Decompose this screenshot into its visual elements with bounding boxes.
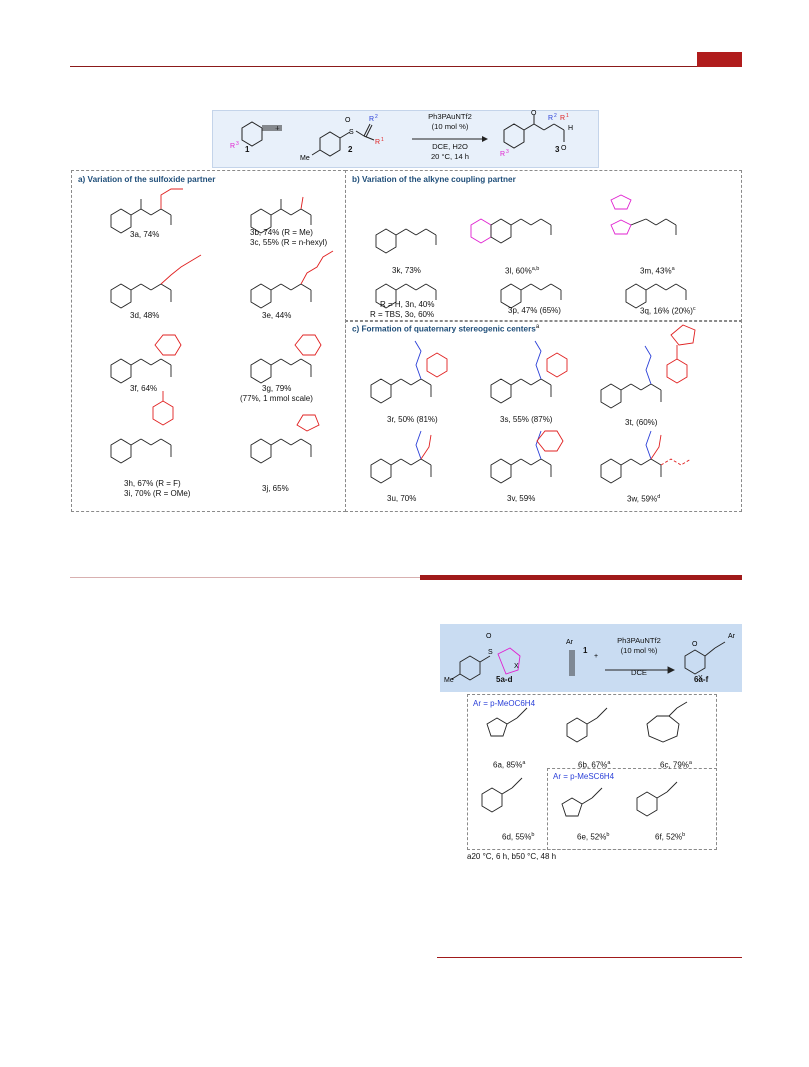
label-6d: 6d, 55%b [502, 832, 535, 842]
loading-label: (10 mol %) [431, 122, 469, 131]
reactant1-label: 1 [245, 145, 250, 154]
svg-text:R: R [375, 139, 380, 146]
svg-text:O: O [561, 145, 567, 152]
panel-b [345, 170, 742, 322]
scheme2-ar1: Ar = p-MeOC6H4 [473, 699, 536, 708]
label-3h: 3h, 67% (R = F) [124, 479, 181, 488]
footer-rule [437, 957, 742, 958]
svg-text:+: + [594, 653, 598, 660]
svg-text:Ar: Ar [728, 633, 736, 640]
label-3b: 3b, 74% (R = Me) [250, 228, 313, 237]
svg-text:2: 2 [554, 113, 557, 119]
label-3g-note: (77%, 1 mmol scale) [240, 394, 313, 403]
svg-text:O: O [531, 110, 537, 117]
label-3n: R = H, 3n, 40% [380, 300, 435, 309]
scheme2-products-graphic [481, 701, 688, 817]
svg-text:S: S [488, 649, 493, 656]
svg-text:X: X [698, 675, 703, 682]
scheme2-subpanel [547, 768, 717, 850]
label-3g: 3g, 79% [262, 384, 292, 393]
svg-text:O: O [486, 633, 492, 640]
label-3f: 3f, 64% [130, 384, 158, 393]
scheme2-loading: (10 mol %) [620, 646, 658, 655]
svg-text:O: O [345, 117, 351, 124]
label-6a: 6a, 85%a [493, 760, 526, 770]
svg-text:O: O [692, 641, 698, 648]
structures-graphic [110, 188, 696, 484]
label-3d: 3d, 48% [130, 311, 160, 320]
label-3k: 3k, 73% [392, 266, 421, 275]
svg-text:1: 1 [381, 137, 384, 143]
label-3u: 3u, 70% [387, 494, 417, 503]
svg-text:3: 3 [506, 149, 509, 155]
svg-text:R: R [548, 115, 553, 122]
label-6b: 6b, 67%a [578, 760, 611, 770]
scheme2-catalyst: Ph3PAuNTf2 [617, 636, 661, 645]
scheme2-alkyne-label: 1 [583, 646, 588, 655]
svg-text:2: 2 [375, 114, 378, 120]
svg-text:R: R [369, 116, 374, 123]
product-label: 3 [555, 145, 560, 154]
label-3o: R = TBS, 3o, 60% [370, 310, 435, 319]
svg-text:Me: Me [444, 677, 454, 684]
label-3v: 3v, 59% [507, 494, 536, 503]
scheme2-ar2: Ar = p-MeSC6H4 [553, 772, 615, 781]
label-3a: 3a, 74% [130, 230, 160, 239]
scheme2-reaction-graphic: Me S O X Ar + O Ar X [444, 633, 736, 684]
section-rule-right [420, 575, 742, 580]
svg-text:Me: Me [300, 155, 310, 162]
svg-text:3: 3 [236, 141, 239, 147]
section-c-title: c) Formation of quaternary stereogenic c… [352, 324, 540, 334]
section-rule-left [70, 577, 420, 578]
svg-text:S: S [349, 129, 354, 136]
label-3r: 3r, 50% (81%) [387, 415, 438, 424]
catalyst-label: Ph3PAuNTf2 [428, 112, 472, 121]
label-3s: 3s, 55% (87%) [500, 415, 553, 424]
section-a-title: a) Variation of the sulfoxide partner [78, 175, 216, 184]
conditions-label: 20 °C, 14 h [430, 152, 470, 161]
scheme2-footnote: a20 °C, 6 h, b50 °C, 48 h [467, 852, 557, 861]
label-6e: 6e, 52%b [577, 832, 610, 842]
svg-text:1: 1 [566, 113, 569, 119]
svg-text:R: R [500, 151, 505, 158]
solvent-label: DCE, H2O [432, 142, 468, 151]
scheme2-product-label: 6a-f [694, 675, 709, 684]
panel-c [345, 320, 742, 512]
header-rule [70, 66, 742, 67]
label-6c: 6c, 79%a [660, 760, 692, 770]
label-3j: 3j, 65% [262, 484, 289, 493]
scheme2-solvent: DCE [630, 668, 648, 677]
svg-text:R: R [230, 143, 235, 150]
label-3l: 3l, 60%a,b [505, 266, 540, 276]
svg-text:H: H [568, 125, 573, 132]
label-3i: 3i, 70% (R = OMe) [124, 489, 191, 498]
header-tab [697, 52, 742, 67]
scheme2-reactant-label: 5a-d [496, 675, 513, 684]
reactant2-label: 2 [348, 145, 353, 154]
label-3q: 3q, 16% (20%)c [640, 306, 696, 316]
svg-text:X: X [514, 663, 519, 670]
scheme2-header [440, 624, 742, 692]
label-3w: 3w, 59%d [627, 494, 661, 504]
label-6f: 6f, 52%b [655, 832, 686, 842]
label-3m: 3m, 43%a [640, 266, 675, 276]
svg-text:Ar: Ar [566, 639, 574, 646]
section-b-title: b) Variation of the alkyne coupling part… [352, 175, 516, 184]
label-3e: 3e, 44% [262, 311, 292, 320]
plus-sign: + [275, 124, 280, 133]
label-3t: 3t, (60%) [625, 418, 658, 427]
svg-text:R: R [560, 115, 565, 122]
label-3p: 3p, 47% (65%) [508, 306, 561, 315]
label-3c: 3c, 55% (R = n-hexyl) [250, 238, 328, 247]
